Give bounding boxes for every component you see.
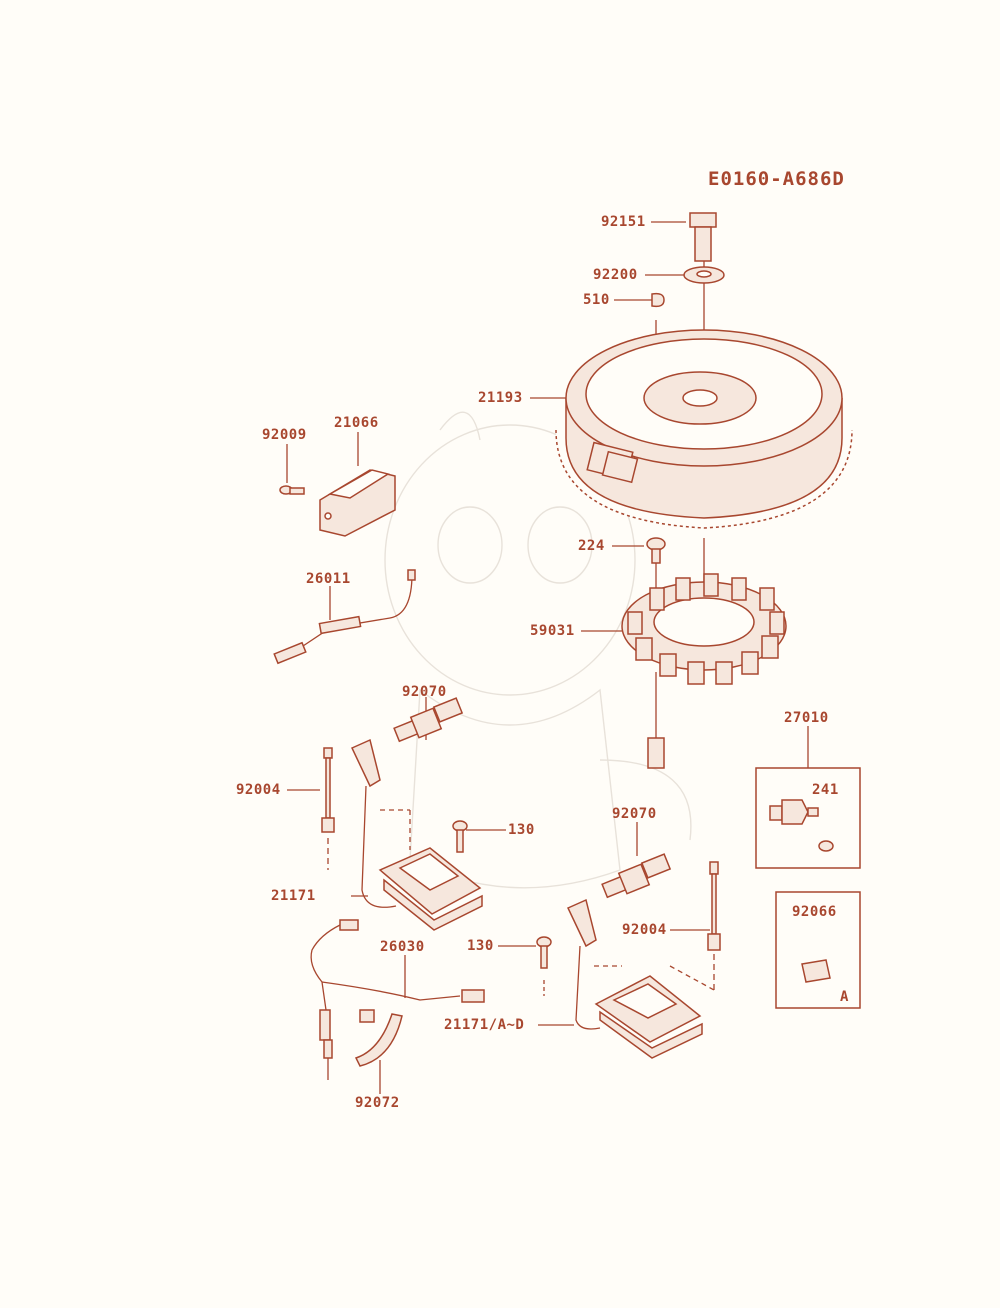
label-92004-left: 92004 xyxy=(236,782,281,798)
label-92070-right: 92070 xyxy=(612,806,657,822)
label-92072: 92072 xyxy=(355,1095,400,1111)
washer-92200 xyxy=(683,266,725,284)
stud-92004-right xyxy=(707,861,721,990)
label-224: 224 xyxy=(578,538,605,554)
label-241: 241 xyxy=(812,782,839,798)
ignition-coil-21171-left xyxy=(350,738,483,931)
lead-wire-26011 xyxy=(273,569,416,665)
label-92004-right: 92004 xyxy=(622,922,667,938)
label-92066: 92066 xyxy=(792,904,837,920)
clamp-92072 xyxy=(354,1009,403,1067)
label-510: 510 xyxy=(583,292,610,308)
label-27010: 27010 xyxy=(784,710,829,726)
label-92151: 92151 xyxy=(601,214,646,230)
spark-plug-92070-right xyxy=(601,853,672,899)
label-59031: 59031 xyxy=(530,623,575,639)
bolt-92151 xyxy=(689,212,717,262)
screw-92009 xyxy=(279,485,305,495)
label-92009: 92009 xyxy=(262,427,307,443)
stator-59031 xyxy=(621,573,787,769)
label-92070-left: 92070 xyxy=(402,684,447,700)
label-26030: 26030 xyxy=(380,939,425,955)
label-21193: 21193 xyxy=(478,390,523,406)
label-21066: 21066 xyxy=(334,415,379,431)
label-130-left: 130 xyxy=(508,822,535,838)
stud-92004-left xyxy=(321,747,335,870)
inset-box-92066 xyxy=(775,891,861,1009)
bolt-130-left xyxy=(452,820,468,853)
plug-92066 xyxy=(801,959,831,983)
label-26011: 26011 xyxy=(306,571,351,587)
bolt-224 xyxy=(646,537,666,564)
switch-27010 xyxy=(769,799,834,852)
wire-harness-26030 xyxy=(310,919,485,1080)
label-130-right: 130 xyxy=(467,938,494,954)
label-21171: 21171 xyxy=(271,888,316,904)
spark-plug-92070-left xyxy=(393,697,464,743)
ignition-coil-21171-right xyxy=(566,898,715,1059)
box-letter: A xyxy=(840,989,849,1005)
flywheel-21193 xyxy=(555,329,853,529)
regulator-21066 xyxy=(319,469,396,537)
diagram-code: E0160-A686D xyxy=(708,168,845,190)
bolt-130-right xyxy=(536,936,552,996)
label-92200: 92200 xyxy=(593,267,638,283)
key-510 xyxy=(651,292,665,308)
label-21171-a-d: 21171/A~D xyxy=(444,1017,525,1033)
